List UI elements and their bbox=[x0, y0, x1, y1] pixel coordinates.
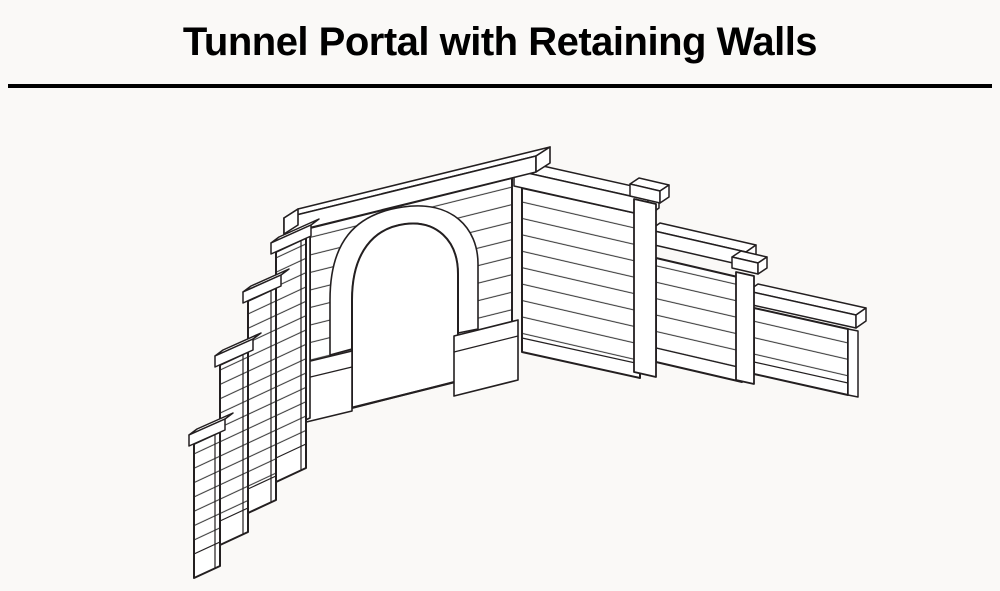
portal-cap bbox=[283, 146, 551, 235]
left-wall-section-4 bbox=[188, 412, 234, 579]
left-wall-section-3 bbox=[214, 332, 262, 546]
right-wall-pilaster-2 bbox=[731, 250, 768, 385]
tunnel-opening bbox=[351, 222, 459, 409]
right-wall-section-1 bbox=[513, 161, 660, 379]
left-retaining-walls bbox=[188, 218, 320, 579]
left-wall-section-2 bbox=[242, 268, 290, 514]
title-divider bbox=[8, 84, 992, 88]
page-title: Tunnel Portal with Retaining Walls bbox=[182, 20, 818, 64]
tunnel-portal bbox=[283, 146, 551, 425]
right-retaining-walls bbox=[513, 161, 867, 398]
right-wall-pilaster-1 bbox=[629, 177, 670, 378]
left-wall-section-1 bbox=[270, 218, 320, 483]
right-wall-section-3 bbox=[747, 283, 867, 398]
portal-plinth-right bbox=[453, 319, 519, 397]
